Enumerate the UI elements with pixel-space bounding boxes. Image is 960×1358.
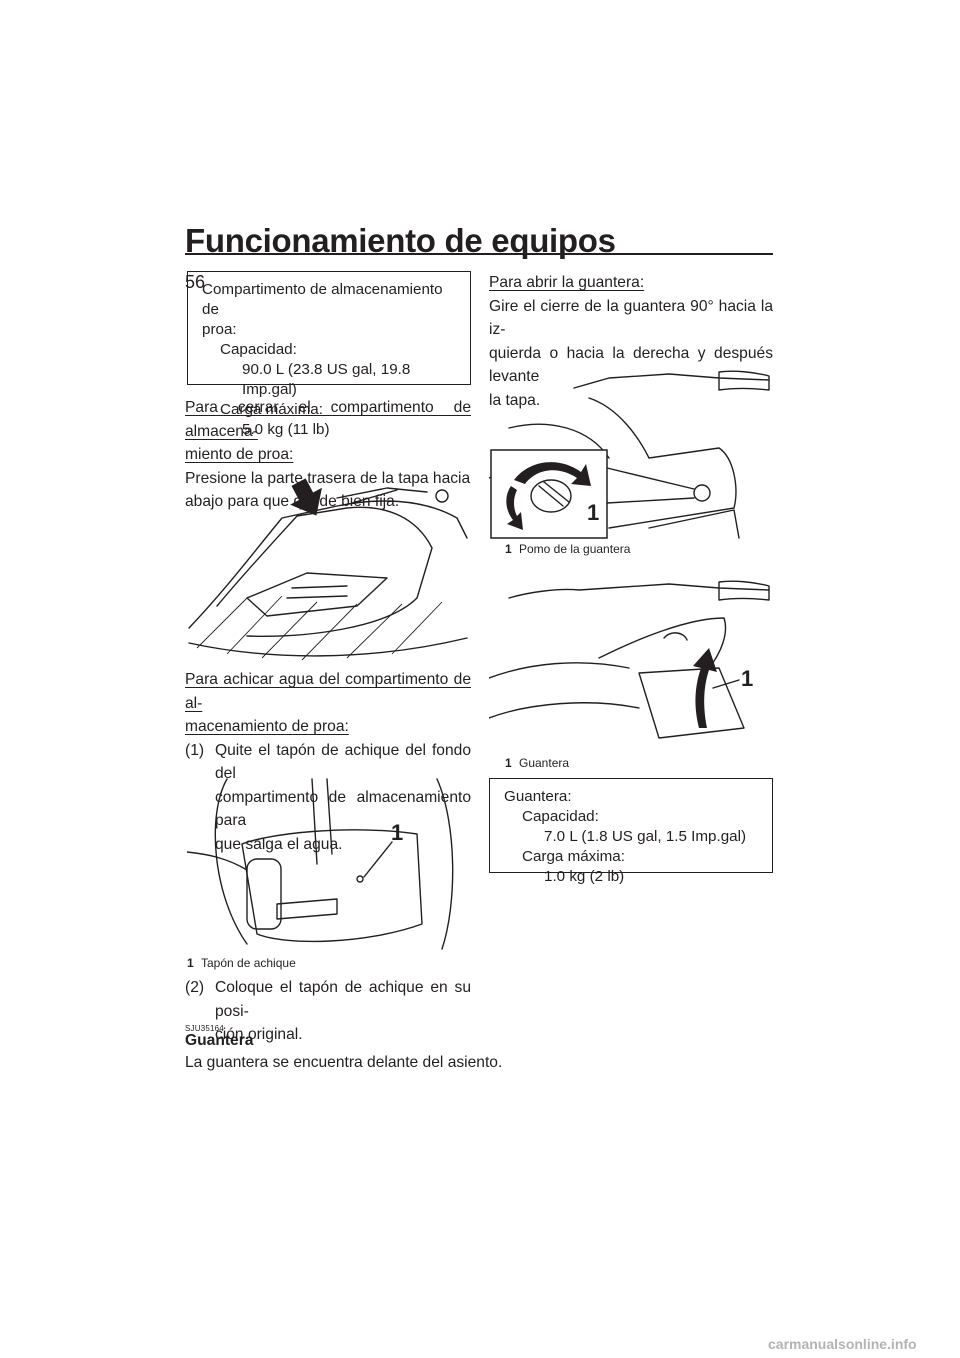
handlebar xyxy=(508,583,770,599)
knob xyxy=(530,479,572,513)
caption-number: 1 xyxy=(505,756,512,770)
watermark: carmanualsonline.info xyxy=(768,1336,917,1352)
console-outline xyxy=(588,397,737,529)
close-heading-line2: miento de proa: xyxy=(185,446,294,463)
section-heading: Guantera xyxy=(185,1032,254,1049)
container xyxy=(246,858,282,930)
page-title: Funcionamiento de equipos xyxy=(185,222,616,259)
press-down-arrow-icon xyxy=(290,478,322,516)
inset-pointer-bottom xyxy=(606,497,695,504)
spec-capacity-label: Capacidad: xyxy=(522,808,599,825)
inset-pointer-top xyxy=(606,467,695,490)
handlebar xyxy=(336,487,428,504)
page-number: 56 xyxy=(185,272,206,292)
compartment-walls xyxy=(214,778,454,950)
handlebar-grip xyxy=(435,489,449,503)
spec-line2: proa: xyxy=(202,321,237,338)
glovebox-knob-illustration: 1 xyxy=(489,370,770,539)
glovebox-lid-edge xyxy=(648,509,740,539)
drain-plug-callout: 1 xyxy=(391,820,403,845)
title-rule xyxy=(185,253,773,255)
step1-line3: que salga el agua. xyxy=(215,835,343,853)
drain-step-1: (1) Quite el tapón de achique del fondo … xyxy=(185,739,471,857)
close-instructions: Para cerrar el compartimento de almacena… xyxy=(185,396,471,514)
spec-load-label: Carga máxima: xyxy=(220,401,323,418)
hatch-slots xyxy=(286,585,348,599)
handlebar-grip xyxy=(718,580,770,601)
deck-outline xyxy=(188,637,468,657)
step-number: (2) xyxy=(185,979,205,996)
handlebar xyxy=(573,373,770,389)
spec-capacity-label: Capacidad: xyxy=(220,341,297,358)
spec-line1: Guantera: xyxy=(504,788,572,805)
rotate-right-arrow-icon xyxy=(514,462,591,486)
spec-capacity-value: 7.0 L (1.8 US gal, 1.5 Imp.gal) xyxy=(544,828,747,845)
bow-storage-spec-box: Compartimento de almacenamiento de proa:… xyxy=(187,271,471,438)
glovebox-spec-box: Guantera: Capacidad: 7.0 L (1.8 US gal, … xyxy=(489,778,773,885)
open-text-line3: la tapa. xyxy=(489,391,541,409)
close-text-line2: abajo para que quede bien fija. xyxy=(185,493,400,510)
glovebox-figure-caption: 1 Guantera xyxy=(505,756,569,770)
open-text-line2: quierda o hacia la derecha y después lev… xyxy=(489,344,773,386)
drain-heading-line2: macenamiento de proa: xyxy=(185,718,349,735)
glovebox-opening xyxy=(638,667,745,739)
drain-instructions: Para achicar agua del compartimento de a… xyxy=(185,668,471,856)
knob-callout: 1 xyxy=(587,500,599,525)
close-text-line1: Presione la parte trasera de la tapa hac… xyxy=(185,469,471,487)
close-heading-line1: Para cerrar el compartimento de almacena… xyxy=(185,399,471,440)
lift-lid-arrow-icon xyxy=(693,648,717,728)
lid-open xyxy=(598,617,727,669)
caption-text: Pomo de la guantera xyxy=(519,542,631,556)
bow-hatch-illustration xyxy=(188,478,468,661)
knob-figure-caption: 1 Pomo de la guantera xyxy=(505,542,630,556)
knob-ridge xyxy=(538,481,570,507)
caption-number: 1 xyxy=(505,542,512,556)
open-instructions: Para abrir la guantera: Gire el cierre d… xyxy=(489,271,773,412)
hull-lines xyxy=(489,662,640,719)
spec-load-label: Carga máxima: xyxy=(522,848,625,865)
compartment-floor xyxy=(241,829,423,943)
spec-line1: Compartimento de almacenamiento de xyxy=(202,281,443,318)
callout-leader xyxy=(712,679,740,689)
section-code: SJU35164 xyxy=(185,1024,224,1033)
drain-step-2: (2) Coloque el tapón de achique en su po… xyxy=(185,976,471,1047)
glovebox-open-illustration: 1 xyxy=(489,580,770,739)
caption-text: Tapón de achique xyxy=(201,956,296,970)
rotate-left-arrow-icon xyxy=(506,486,523,530)
spec-load-value: 1.0 kg (2 lb) xyxy=(544,868,625,885)
hatch-outline xyxy=(216,506,433,637)
step1-line2: compartimento de almacenamiento para xyxy=(215,788,471,830)
step2-line2: ción original. xyxy=(215,1026,303,1043)
caption-text: Guantera xyxy=(519,756,570,770)
drain-plug-illustration: 1 xyxy=(187,778,454,950)
glovebox-callout: 1 xyxy=(741,666,753,691)
step2-line1: Coloque el tapón de achique en su posi- xyxy=(215,979,471,1020)
step1-line1: Quite el tapón de achique del fondo del xyxy=(215,741,471,783)
section-text: La guantera se encuentra delante del asi… xyxy=(185,1054,503,1071)
glovebox-latch xyxy=(693,484,711,502)
open-text-line1: Gire el cierre de la guantera 90° hacia … xyxy=(489,297,773,339)
drain-heading-line1: Para achicar agua del compartimento de a… xyxy=(185,671,471,712)
spec-load-value: 5.0 kg (11 lb) xyxy=(242,421,330,438)
caption-number: 1 xyxy=(187,956,194,970)
center-rib xyxy=(311,778,333,865)
handlebar-grip xyxy=(718,370,770,391)
spec-capacity-value: 90.0 L (23.8 US gal, 19.8 Imp.gal) xyxy=(242,361,411,398)
strap xyxy=(276,898,338,920)
latch xyxy=(663,632,688,641)
step-number: (1) xyxy=(185,741,205,759)
deck-hatching xyxy=(196,595,443,661)
drain-plug xyxy=(356,875,364,883)
open-heading: Para abrir la guantera: xyxy=(489,274,645,291)
drain-figure-caption: 1 Tapón de achique xyxy=(187,956,296,970)
hose xyxy=(187,851,248,871)
callout-leader xyxy=(363,841,393,878)
hatch-panel xyxy=(246,572,388,617)
